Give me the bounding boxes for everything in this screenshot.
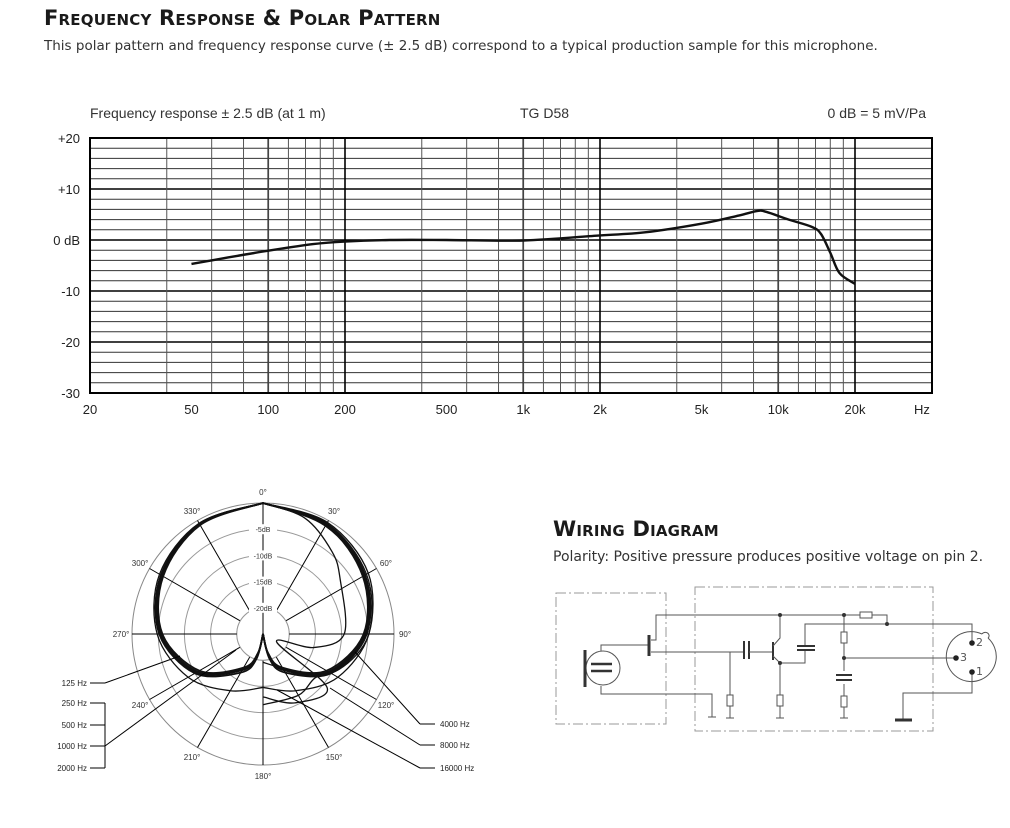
enclosure-boxes bbox=[555, 586, 934, 732]
angle-label: 30° bbox=[328, 507, 340, 516]
xlr-connector-icon bbox=[945, 631, 997, 683]
section-description: This polar pattern and frequency respons… bbox=[44, 38, 878, 54]
angle-label: 150° bbox=[326, 753, 343, 762]
x-tick-label: 100 bbox=[257, 402, 279, 417]
polar-spoke bbox=[149, 568, 241, 622]
x-tick-label: 20 bbox=[83, 402, 97, 417]
polar-curve-mirror bbox=[262, 502, 369, 674]
ring-label: -10dB bbox=[254, 553, 273, 560]
resistor-icon bbox=[859, 611, 873, 619]
legend-leader bbox=[329, 687, 421, 746]
polar-spoke bbox=[275, 520, 329, 612]
polar-spoke bbox=[197, 520, 251, 612]
y-tick-label: 0 dB bbox=[53, 233, 80, 248]
x-tick-label: 10k bbox=[768, 402, 789, 417]
y-tick-label: +20 bbox=[58, 131, 80, 146]
ring-label-bg bbox=[249, 550, 277, 561]
pin-label-3: 3 bbox=[960, 651, 967, 664]
pin-label-2: 2 bbox=[976, 636, 983, 649]
x-tick-label: 200 bbox=[334, 402, 356, 417]
resistor-icon bbox=[840, 695, 848, 708]
chart-title: TG D58 bbox=[520, 105, 570, 121]
ring-label: -5dB bbox=[256, 527, 271, 534]
polar-curve-2000hz bbox=[157, 502, 264, 674]
chart-subtitle-right: 0 dB = 5 mV/Pa bbox=[827, 105, 926, 121]
legend-leader bbox=[104, 655, 181, 684]
x-tick-label: 5k bbox=[695, 402, 709, 417]
resistor-icon bbox=[776, 694, 784, 707]
angle-label: 0° bbox=[259, 488, 267, 497]
angle-label: 60° bbox=[380, 559, 392, 568]
x-tick-label: 2k bbox=[593, 402, 607, 417]
polar-pattern-chart: -5dB -10dB -15dB -20dB 0° 30° 60° 90° 120° 150° 18… bbox=[57, 488, 474, 781]
legend-label: 8000 Hz bbox=[440, 741, 470, 750]
angle-label: 270° bbox=[113, 630, 130, 639]
legend-label: 16000 Hz bbox=[440, 764, 474, 773]
angle-label: 330° bbox=[184, 507, 201, 516]
resistor-icon bbox=[840, 631, 848, 644]
ring-label-bg bbox=[249, 576, 277, 587]
x-tick-label: 50 bbox=[184, 402, 198, 417]
y-tick-label: -10 bbox=[61, 284, 80, 299]
legend-label: 125 Hz bbox=[62, 679, 87, 688]
y-tick-label: +10 bbox=[58, 182, 80, 197]
capsule-icon bbox=[583, 650, 621, 687]
junction-dots bbox=[778, 613, 889, 665]
chart-subtitle-left: Frequency response ± 2.5 dB (at 1 m) bbox=[90, 105, 326, 121]
wiring-description: Polarity: Positive pressure produces pos… bbox=[553, 549, 984, 565]
legend-leader bbox=[104, 649, 237, 747]
x-tick-label: 500 bbox=[436, 402, 458, 417]
polar-curve-16000hz bbox=[262, 502, 371, 706]
ring-label-bg bbox=[249, 524, 277, 535]
legend-leader bbox=[276, 689, 421, 769]
angle-label: 120° bbox=[378, 701, 395, 710]
x-tick-label: 1k bbox=[516, 402, 530, 417]
polar-curve-8000hz bbox=[262, 502, 347, 704]
polar-curve-4000hz bbox=[262, 502, 374, 676]
resistor-icon bbox=[726, 694, 734, 707]
ring-label: -15dB bbox=[254, 580, 273, 587]
legend-label: 1000 Hz bbox=[57, 742, 87, 751]
plot-frame bbox=[89, 137, 933, 394]
polar-spoke bbox=[285, 568, 377, 622]
angle-label: 210° bbox=[184, 753, 201, 762]
legend-label: 250 Hz bbox=[62, 699, 87, 708]
angle-label: 180° bbox=[255, 772, 272, 781]
ring-label-bg bbox=[249, 602, 277, 613]
angle-label: 300° bbox=[132, 559, 149, 568]
angle-label: 240° bbox=[132, 701, 149, 710]
pin-label-1: 1 bbox=[976, 665, 983, 678]
y-tick-label: -30 bbox=[61, 386, 80, 401]
ring-label: -20dB bbox=[254, 606, 273, 613]
legend-label: 2000 Hz bbox=[57, 764, 87, 773]
legend-label: 4000 Hz bbox=[440, 720, 470, 729]
y-tick-label: -20 bbox=[61, 335, 80, 350]
section-title-frequency-polar: Frequency Response & Polar Pattern bbox=[44, 6, 441, 30]
response-curve bbox=[191, 209, 856, 285]
legend-label: 500 Hz bbox=[62, 721, 87, 730]
legend-leader bbox=[354, 651, 421, 725]
section-title-wiring: Wiring Diagram bbox=[553, 517, 719, 541]
angle-label: 90° bbox=[399, 630, 411, 639]
x-unit-label: Hz bbox=[914, 402, 930, 417]
x-tick-label: 20k bbox=[845, 402, 866, 417]
